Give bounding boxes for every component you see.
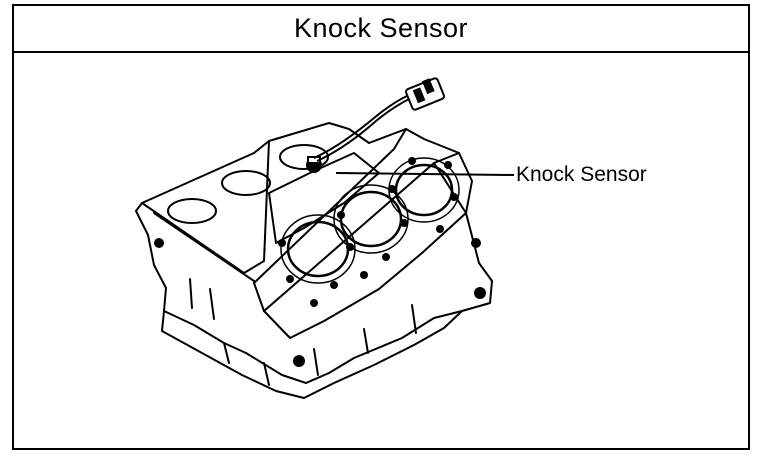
figure-area: Knock Sensor	[14, 53, 748, 448]
left-bank-bores	[167, 144, 329, 224]
cylinder-bore-1	[167, 198, 217, 224]
valley	[268, 152, 380, 244]
engine-block-illustration	[135, 77, 515, 399]
title-bar: Knock Sensor	[14, 6, 748, 53]
diagram-frame: Knock Sensor	[12, 4, 750, 450]
cylinder-bore-3	[279, 144, 329, 170]
sensor-connector	[405, 77, 445, 111]
knock-sensor-callout-label: Knock Sensor	[516, 163, 647, 186]
left-bank-deck	[141, 140, 270, 274]
right-bank-deck	[253, 128, 407, 284]
engine-block-outline	[135, 122, 493, 384]
right-bank-bores	[280, 157, 460, 284]
sensor-wire-harness	[313, 94, 412, 162]
diagram-title: Knock Sensor	[293, 13, 469, 43]
crankcase-skirt	[161, 310, 463, 399]
callout-leader-line	[335, 172, 515, 176]
cylinder-bore-4	[286, 220, 350, 278]
cylinder-bore-2	[221, 170, 271, 196]
cylinder-bore-6	[394, 163, 454, 217]
bolt-holes	[154, 157, 486, 367]
